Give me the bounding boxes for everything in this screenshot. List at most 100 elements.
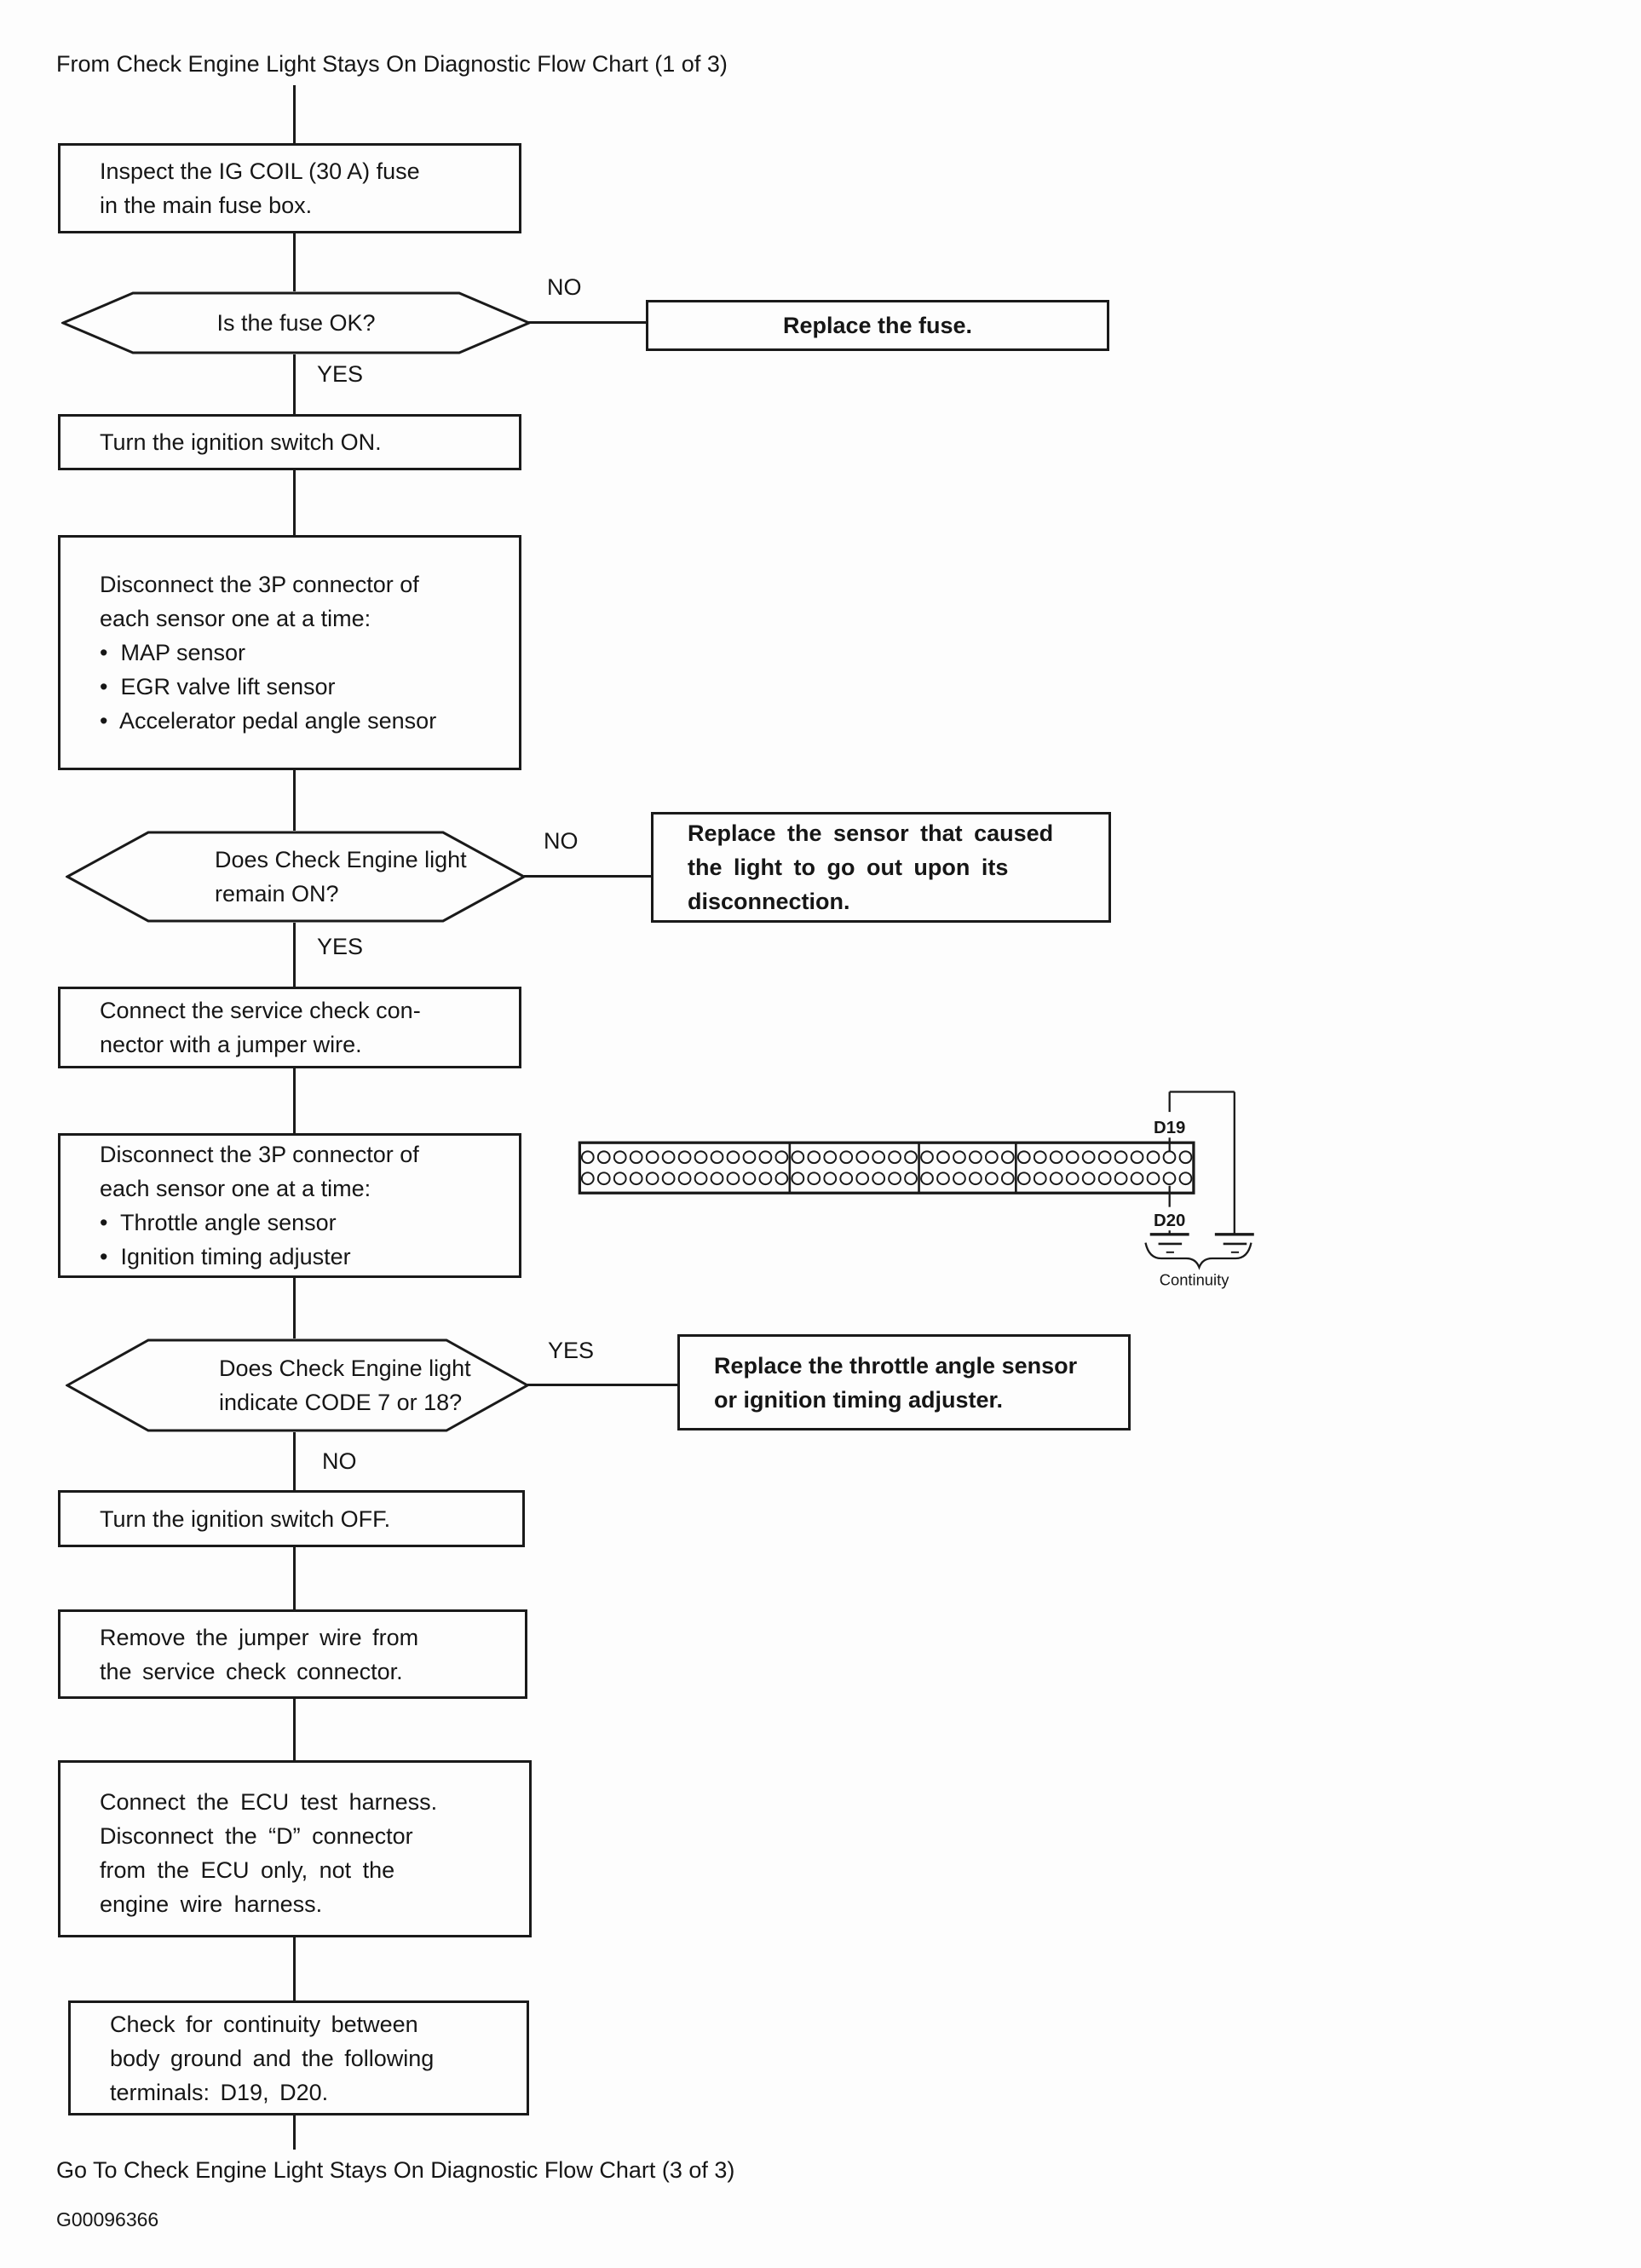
step-ignition-on: Turn the ignition switch ON. bbox=[58, 414, 521, 470]
connector-pin bbox=[629, 1150, 643, 1165]
flow-line bbox=[293, 354, 296, 414]
flow-line bbox=[293, 2115, 296, 2150]
connector-pin bbox=[791, 1150, 805, 1165]
connector-pin bbox=[888, 1150, 901, 1165]
connector-pin bbox=[645, 1171, 659, 1186]
connector-pin bbox=[661, 1150, 676, 1165]
hexagon-shape bbox=[61, 291, 531, 354]
connector-pin bbox=[1049, 1171, 1063, 1186]
branch-line-no-2 bbox=[524, 875, 651, 878]
branch-line-yes-3 bbox=[527, 1384, 677, 1386]
connector-pin bbox=[677, 1150, 692, 1165]
connector-pin bbox=[629, 1171, 643, 1186]
pin-label-d20: D20 bbox=[1154, 1212, 1185, 1230]
connector-pin bbox=[839, 1171, 854, 1186]
branch-label-no: NO bbox=[322, 1448, 357, 1474]
step-connect-service-check: Connect the service check con-nector wit… bbox=[58, 987, 521, 1068]
figure-id: G00096366 bbox=[56, 2208, 159, 2231]
connector-pin bbox=[1049, 1150, 1063, 1165]
connector-pin bbox=[613, 1150, 627, 1165]
connector-pin bbox=[1162, 1171, 1177, 1186]
connector-pin bbox=[936, 1171, 950, 1186]
connector-pin bbox=[984, 1171, 999, 1186]
connector-pin bbox=[1000, 1171, 1015, 1186]
connector-pin bbox=[1000, 1150, 1015, 1165]
connector-pin bbox=[710, 1150, 724, 1165]
connector-pin bbox=[742, 1150, 757, 1165]
connector-pin bbox=[839, 1150, 854, 1165]
connector-pin bbox=[1162, 1150, 1177, 1165]
flow-line bbox=[293, 1937, 296, 2000]
ground-symbol-right bbox=[1214, 1233, 1254, 1253]
connector-pin bbox=[936, 1150, 950, 1165]
connector-pin bbox=[1065, 1171, 1080, 1186]
connector-pin bbox=[904, 1171, 918, 1186]
connector-pin bbox=[613, 1171, 627, 1186]
flow-line bbox=[293, 923, 296, 987]
flow-line bbox=[293, 85, 296, 143]
connector-pin bbox=[984, 1150, 999, 1165]
connector-pin bbox=[823, 1171, 838, 1186]
connector-pin bbox=[1065, 1150, 1080, 1165]
connector-pin bbox=[1114, 1150, 1128, 1165]
connector-pin bbox=[1178, 1171, 1193, 1186]
flow-line bbox=[293, 1432, 296, 1490]
connector-pin bbox=[1146, 1150, 1160, 1165]
hexagon-shape bbox=[66, 831, 526, 923]
connector-pin bbox=[1097, 1150, 1112, 1165]
connector-pin bbox=[1016, 1150, 1031, 1165]
connector-pin bbox=[1081, 1150, 1096, 1165]
flow-line bbox=[293, 1068, 296, 1133]
connector-pin bbox=[904, 1150, 918, 1165]
flow-line bbox=[293, 470, 296, 535]
connector-pin bbox=[758, 1171, 773, 1186]
connector-pin bbox=[920, 1171, 934, 1186]
flow-line bbox=[293, 770, 296, 831]
connector-pin bbox=[969, 1150, 982, 1165]
step-ignition-off: Turn the ignition switch OFF. bbox=[58, 1490, 525, 1547]
flow-line bbox=[293, 1278, 296, 1338]
branch-label-yes: YES bbox=[317, 934, 364, 959]
flow-line bbox=[293, 1699, 296, 1760]
decision-fuse-ok: Is the fuse OK? bbox=[61, 291, 531, 354]
connector-pin bbox=[855, 1150, 870, 1165]
flow-line bbox=[293, 1547, 296, 1609]
connector-pin bbox=[807, 1150, 821, 1165]
connector-pin bbox=[661, 1171, 676, 1186]
pin-label-d19: D19 bbox=[1154, 1119, 1185, 1137]
branch-label-no: NO bbox=[544, 828, 579, 854]
ground-symbol-left bbox=[1149, 1233, 1189, 1253]
connector-pin bbox=[645, 1150, 659, 1165]
connector-pin bbox=[1178, 1150, 1193, 1165]
connector-pin bbox=[1016, 1171, 1031, 1186]
connector-pin bbox=[888, 1171, 901, 1186]
connector-pin bbox=[969, 1171, 982, 1186]
connector-pin bbox=[710, 1171, 724, 1186]
branch-label-yes: YES bbox=[548, 1338, 595, 1363]
connector-frame bbox=[578, 1141, 1195, 1194]
step-connect-test-harness: Connect the ECU test harness.Disconnect … bbox=[58, 1760, 532, 1937]
connector-pin bbox=[872, 1150, 886, 1165]
branch-line-no-1 bbox=[528, 321, 646, 324]
connector-pin bbox=[1114, 1171, 1128, 1186]
connector-pin bbox=[596, 1150, 611, 1165]
connector-pin bbox=[807, 1171, 821, 1186]
connector-pin bbox=[1033, 1150, 1047, 1165]
connector-pin bbox=[580, 1171, 595, 1186]
connector-pin bbox=[1033, 1171, 1047, 1186]
connector-pin bbox=[726, 1150, 740, 1165]
continuity-label: Continuity bbox=[1160, 1271, 1229, 1289]
branch-label-no: NO bbox=[547, 274, 582, 300]
page-title: From Check Engine Light Stays On Diagnos… bbox=[56, 51, 728, 77]
connector-pin bbox=[774, 1150, 789, 1165]
d20-label-backing bbox=[1147, 1206, 1192, 1231]
connector-pin bbox=[920, 1150, 934, 1165]
connector-pin bbox=[694, 1171, 708, 1186]
